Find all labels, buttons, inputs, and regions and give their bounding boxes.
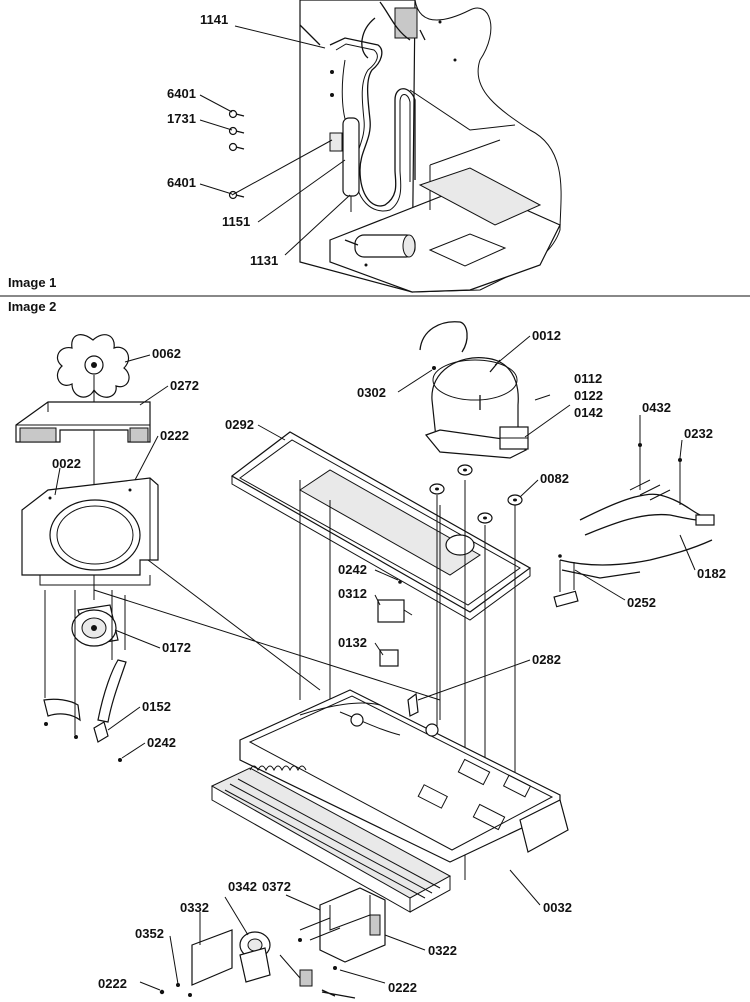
label-0252: 0252 — [627, 595, 656, 610]
label-0222-c: 0222 — [388, 980, 417, 995]
screw-6401-a — [228, 109, 245, 119]
part-0282 — [407, 692, 419, 717]
label-0242-a: 0242 — [338, 562, 367, 577]
label-0272: 0272 — [170, 378, 199, 393]
assembly-leader-diagonals — [93, 559, 441, 701]
image1-leaders — [199, 25, 351, 256]
label-0322: 0322 — [428, 943, 457, 958]
wall-screw — [330, 70, 334, 74]
screw — [44, 722, 48, 726]
motor-drop-lines — [44, 590, 126, 735]
label-0222-a: 0222 — [160, 428, 189, 443]
label-0312: 0312 — [338, 586, 367, 601]
label-0062: 0062 — [152, 346, 181, 361]
drain-tray — [418, 167, 542, 226]
shroud-top-edge — [16, 402, 150, 426]
wire-harness-lower — [553, 539, 713, 608]
label-0292: 0292 — [225, 417, 254, 432]
harness-connector — [695, 514, 715, 526]
fan-shroud — [21, 477, 159, 586]
wall-screw — [364, 263, 368, 267]
bottom-fasteners — [159, 938, 337, 997]
screw — [74, 735, 78, 739]
screw-0242 — [118, 758, 122, 762]
label-0342: 0342 — [228, 879, 257, 894]
shroud-top-tab-right — [129, 427, 149, 443]
label-6401-b: 6401 — [167, 175, 196, 190]
label-0122: 0122 — [574, 388, 603, 403]
wire-harness — [579, 443, 715, 536]
label-0302: 0302 — [357, 385, 386, 400]
image1-label: Image 1 — [8, 275, 56, 290]
label-0432: 0432 — [642, 400, 671, 415]
motor-bracket-left — [43, 698, 81, 722]
wall-screw — [330, 93, 334, 97]
label-0352: 0352 — [135, 926, 164, 941]
cabinet-side-outline — [411, 0, 562, 293]
label-1131: 1131 — [250, 253, 278, 268]
screw-extra — [228, 142, 245, 152]
wall-screw — [453, 58, 457, 62]
filter-drier — [342, 117, 360, 197]
label-6401-a: 6401 — [167, 86, 196, 101]
assembly-drop-lines — [299, 480, 516, 880]
fan-blade — [57, 334, 130, 398]
part-0132 — [379, 649, 399, 667]
screw-1731 — [228, 126, 245, 136]
grommets — [429, 464, 523, 524]
compressor — [419, 321, 551, 459]
label-1141: 1141 — [200, 12, 228, 27]
cylinder-end — [402, 234, 416, 258]
screw-0242-top — [398, 580, 402, 584]
bracket-tab — [369, 914, 381, 936]
shroud-top-tab-left — [19, 427, 57, 443]
screw-0302 — [432, 366, 436, 370]
machine-compartment-cover — [230, 431, 532, 621]
clip-strip — [321, 989, 356, 999]
label-0012: 0012 — [532, 328, 561, 343]
label-0132: 0132 — [338, 635, 367, 650]
image2-leaders — [54, 335, 696, 991]
part-0312-lead — [403, 609, 413, 616]
clip-0152 — [93, 721, 109, 743]
label-0142: 0142 — [574, 405, 603, 420]
label-0222-b: 0222 — [98, 976, 127, 991]
terminal-block — [394, 7, 418, 39]
wall-screw — [438, 20, 442, 24]
label-0172: 0172 — [162, 640, 191, 655]
label-1151: 1151 — [222, 214, 250, 229]
tray-slot — [428, 233, 507, 267]
label-0112: 0112 — [574, 371, 602, 386]
label-0082: 0082 — [540, 471, 569, 486]
drier-bracket — [329, 132, 343, 152]
label-0022: 0022 — [52, 456, 81, 471]
label-0032: 0032 — [543, 900, 572, 915]
image1-panel: 1141 6401 1731 6401 1151 1131 — [167, 0, 562, 293]
cylinder-lead — [344, 239, 359, 246]
motor-0342 — [191, 929, 313, 987]
refrigerant-tube — [329, 37, 416, 207]
part-0312 — [377, 599, 405, 623]
label-0182: 0182 — [697, 566, 726, 581]
label-1731: 1731 — [167, 111, 196, 126]
label-0152: 0152 — [142, 699, 171, 714]
motor-bracket — [97, 659, 127, 723]
label-0372: 0372 — [262, 879, 291, 894]
wire-harness-top — [299, 1, 426, 59]
bracket-0322 — [299, 887, 386, 963]
label-0282: 0282 — [532, 652, 561, 667]
fan-motor — [71, 604, 119, 647]
label-0332: 0332 — [180, 900, 209, 915]
label-0232: 0232 — [684, 426, 713, 441]
motor-connector — [299, 969, 313, 987]
base-pan — [210, 689, 569, 913]
image2-label: Image 2 — [8, 299, 56, 314]
label-0242-b: 0242 — [147, 735, 176, 750]
